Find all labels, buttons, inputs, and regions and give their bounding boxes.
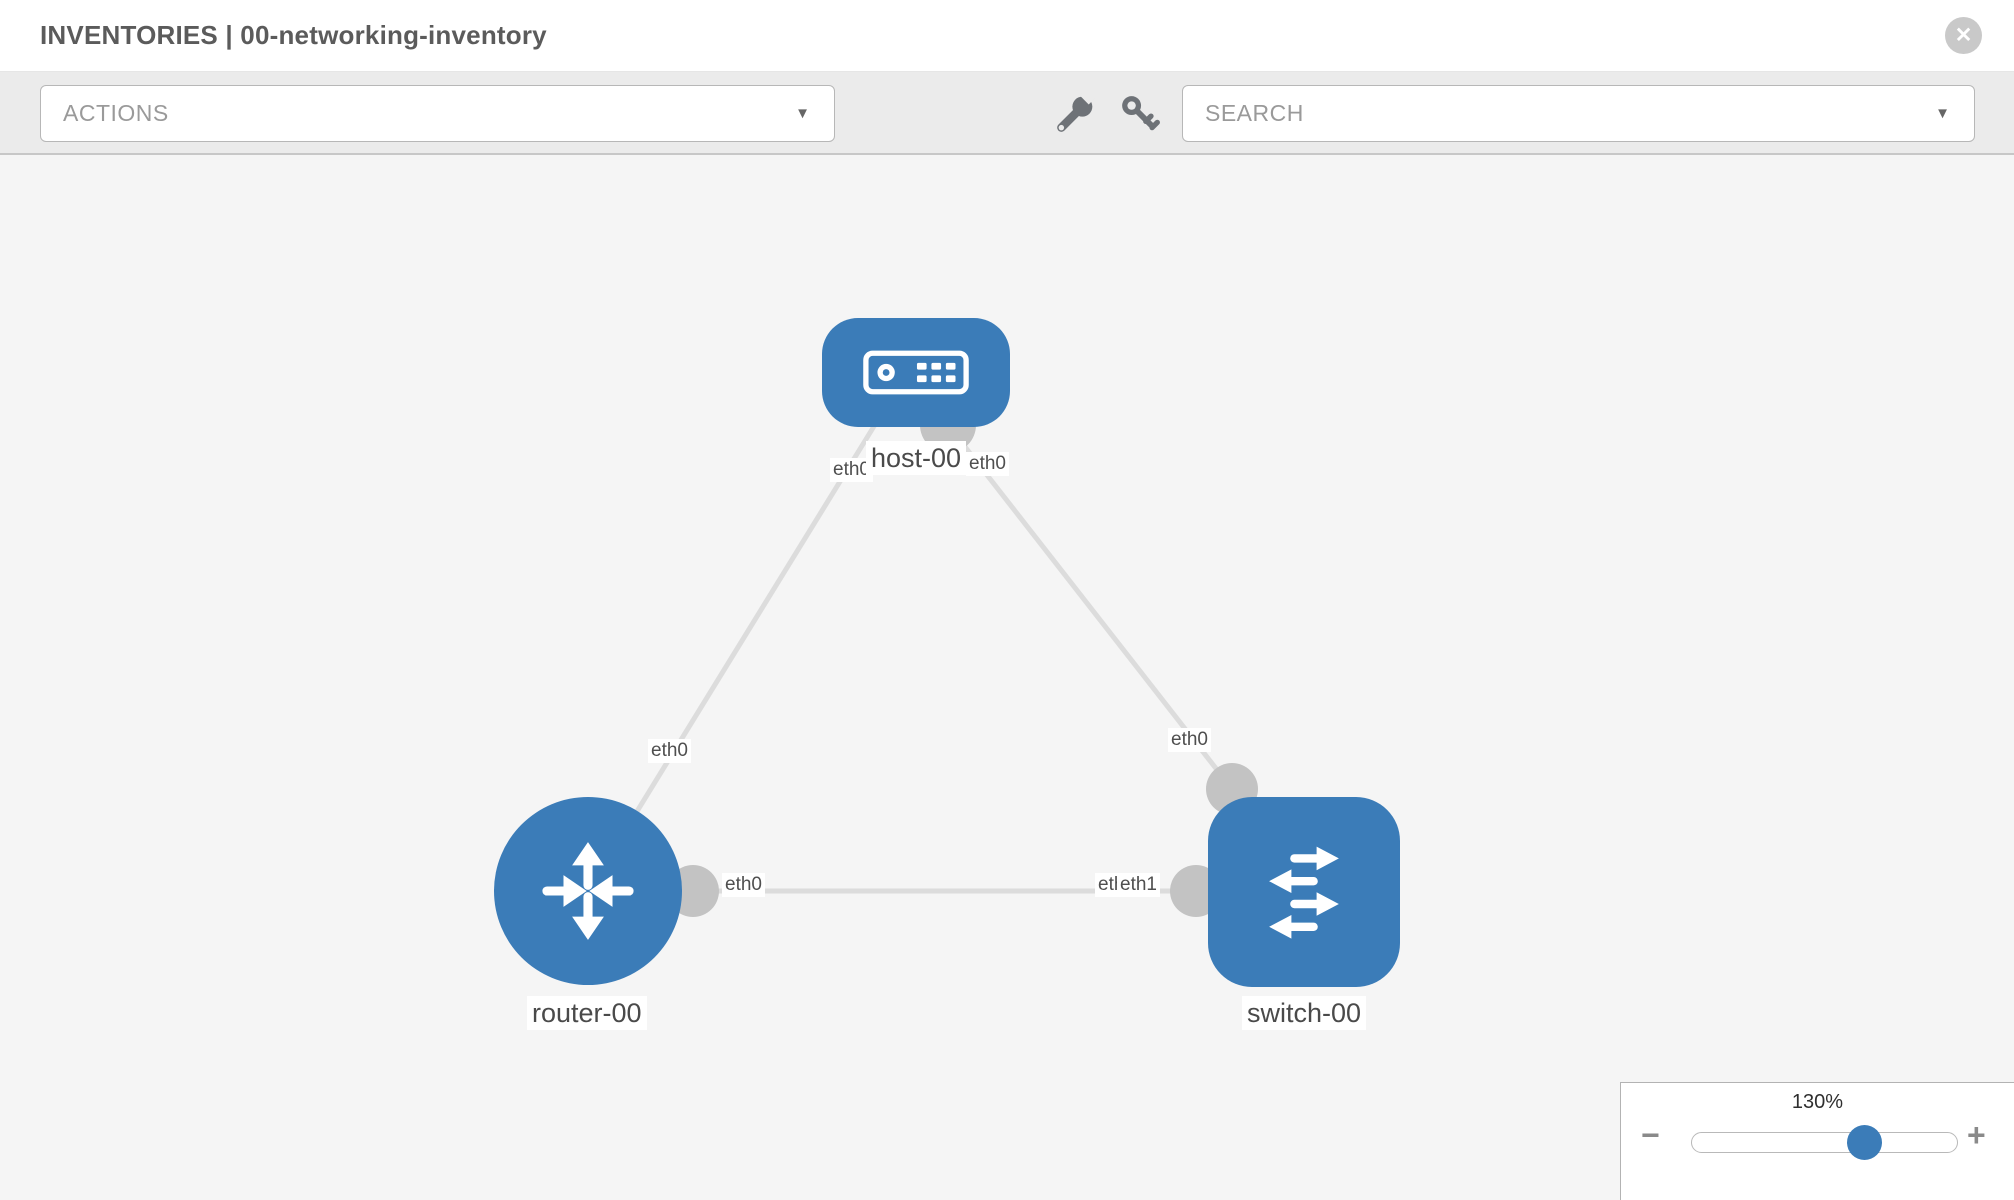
chevron-down-icon: ▼: [795, 105, 810, 122]
actions-dropdown-label: ACTIONS: [63, 100, 169, 126]
key-icon: [1122, 96, 1160, 131]
close-button[interactable]: ✕: [1945, 17, 1982, 54]
interface-label: eth1: [1117, 873, 1160, 897]
zoom-in-button[interactable]: +: [1967, 1117, 1986, 1153]
zoom-level: 130%: [1791, 1091, 1844, 1113]
page-title: INVENTORIES | 00-networking-inventory: [40, 20, 547, 50]
interface-label: eth0: [1168, 728, 1211, 752]
node-router-00[interactable]: [494, 797, 682, 985]
close-icon: ✕: [1954, 24, 1973, 47]
node-host-00[interactable]: [822, 318, 1010, 427]
zoom-out-button[interactable]: −: [1641, 1117, 1660, 1153]
actions-dropdown[interactable]: ACTIONS ▼: [40, 85, 835, 142]
router-icon: [542, 842, 634, 940]
toolbar: ACTIONS ▼ SEARCH ▼: [0, 72, 2014, 155]
topology-canvas[interactable]: eth0 eth0 eth0 eth0 eth0 eth0 eth1 host-…: [0, 155, 2014, 1200]
wrench-icon: [1057, 93, 1096, 132]
search-dropdown[interactable]: SEARCH ▼: [1182, 85, 1975, 142]
chevron-down-icon: ▼: [1935, 105, 1950, 122]
zoom-control-panel: 130% − +: [1620, 1082, 2014, 1200]
search-dropdown-label: SEARCH: [1205, 100, 1304, 126]
zoom-slider-thumb[interactable]: [1847, 1125, 1882, 1160]
interface-label: eth0: [966, 452, 1009, 476]
configure-button[interactable]: [1049, 88, 1101, 140]
node-label-host: host-00: [866, 441, 967, 476]
interface-label: eth0: [722, 873, 765, 897]
interface-label: eth0: [648, 739, 691, 763]
node-label-router: router-00: [527, 996, 647, 1031]
node-label-switch: switch-00: [1242, 996, 1367, 1031]
switch-icon: [1269, 846, 1339, 939]
topology-links-layer: [585, 397, 1258, 917]
host-icon: [863, 350, 969, 395]
interface-label: eth0: [830, 458, 873, 482]
page-header: INVENTORIES | 00-networking-inventory ✕: [0, 0, 2014, 72]
node-switch-00[interactable]: [1208, 797, 1400, 987]
zoom-slider-track[interactable]: [1691, 1132, 1958, 1153]
key-button[interactable]: [1114, 88, 1166, 140]
